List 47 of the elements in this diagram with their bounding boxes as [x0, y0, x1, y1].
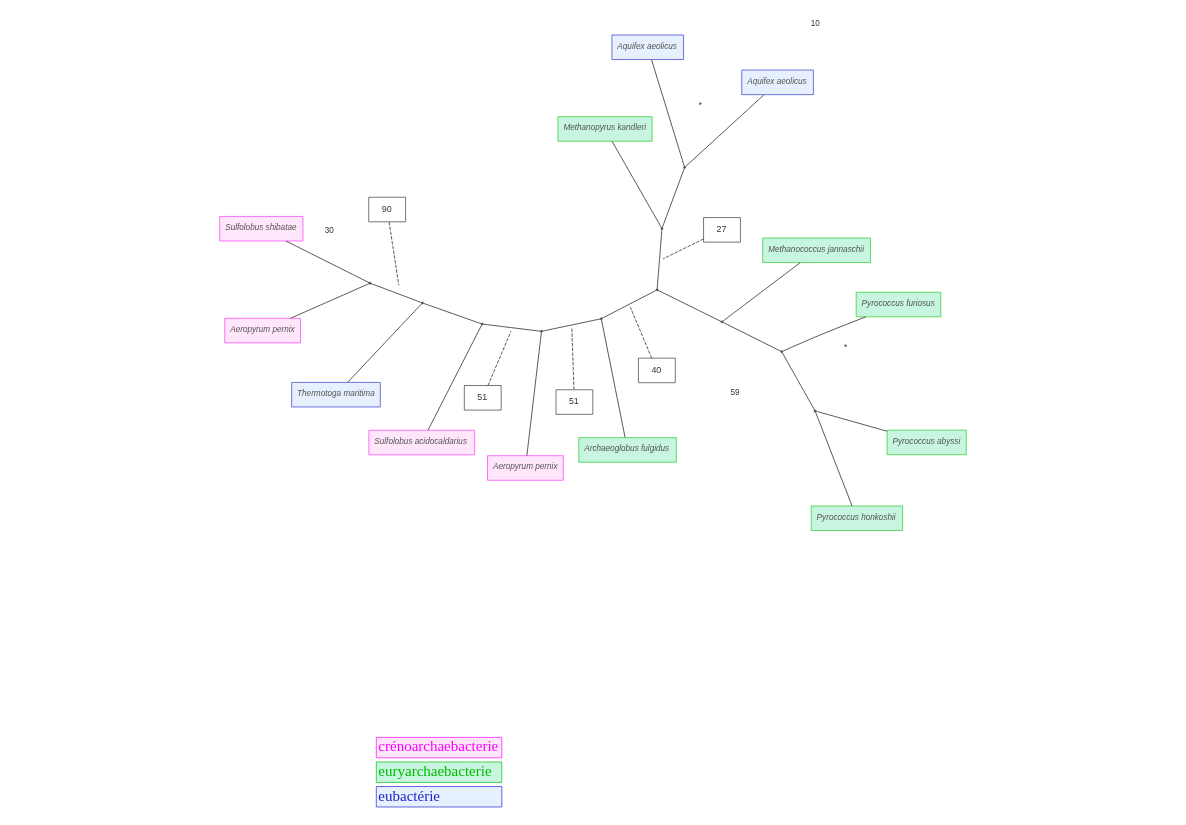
legend-label: eubactérie	[378, 787, 440, 804]
node-point	[540, 330, 543, 333]
connector	[684, 94, 765, 168]
legend-label: crénoarchaebacterie	[378, 738, 499, 755]
node-point	[780, 350, 783, 353]
connector	[370, 283, 422, 303]
connector	[285, 240, 370, 284]
connector	[423, 302, 482, 325]
connector	[722, 321, 782, 352]
connector	[662, 238, 704, 260]
connector	[482, 323, 541, 332]
node-point	[480, 322, 484, 326]
connector	[601, 319, 626, 439]
connector	[388, 221, 400, 286]
node-point	[655, 288, 659, 292]
node-box: 27	[703, 217, 741, 243]
legend-label: euryarchaebacterie	[378, 763, 492, 780]
connector	[782, 316, 867, 352]
connector	[487, 330, 512, 386]
connector	[611, 140, 662, 229]
node-point	[660, 227, 664, 230]
connector	[661, 168, 685, 228]
node-point	[683, 166, 686, 169]
connector	[656, 229, 663, 290]
connector	[781, 352, 815, 411]
node-point	[421, 301, 424, 305]
node-point	[720, 320, 724, 324]
connector	[290, 283, 370, 319]
connector	[651, 59, 685, 167]
node-point	[813, 409, 817, 413]
connector	[657, 289, 722, 322]
node-point	[599, 317, 603, 321]
connector	[815, 410, 888, 432]
node-box: 40	[638, 357, 676, 384]
connector	[722, 262, 801, 322]
connector	[542, 318, 601, 332]
node-box: 51	[464, 385, 502, 411]
node-point	[368, 281, 372, 285]
node-box: 51	[555, 389, 594, 415]
connector	[571, 327, 575, 390]
connector	[815, 411, 853, 507]
connector	[629, 306, 653, 359]
connector	[601, 289, 657, 319]
connector	[526, 331, 542, 457]
node-box: 90	[368, 196, 406, 223]
connector	[427, 324, 482, 431]
connector	[347, 303, 423, 383]
